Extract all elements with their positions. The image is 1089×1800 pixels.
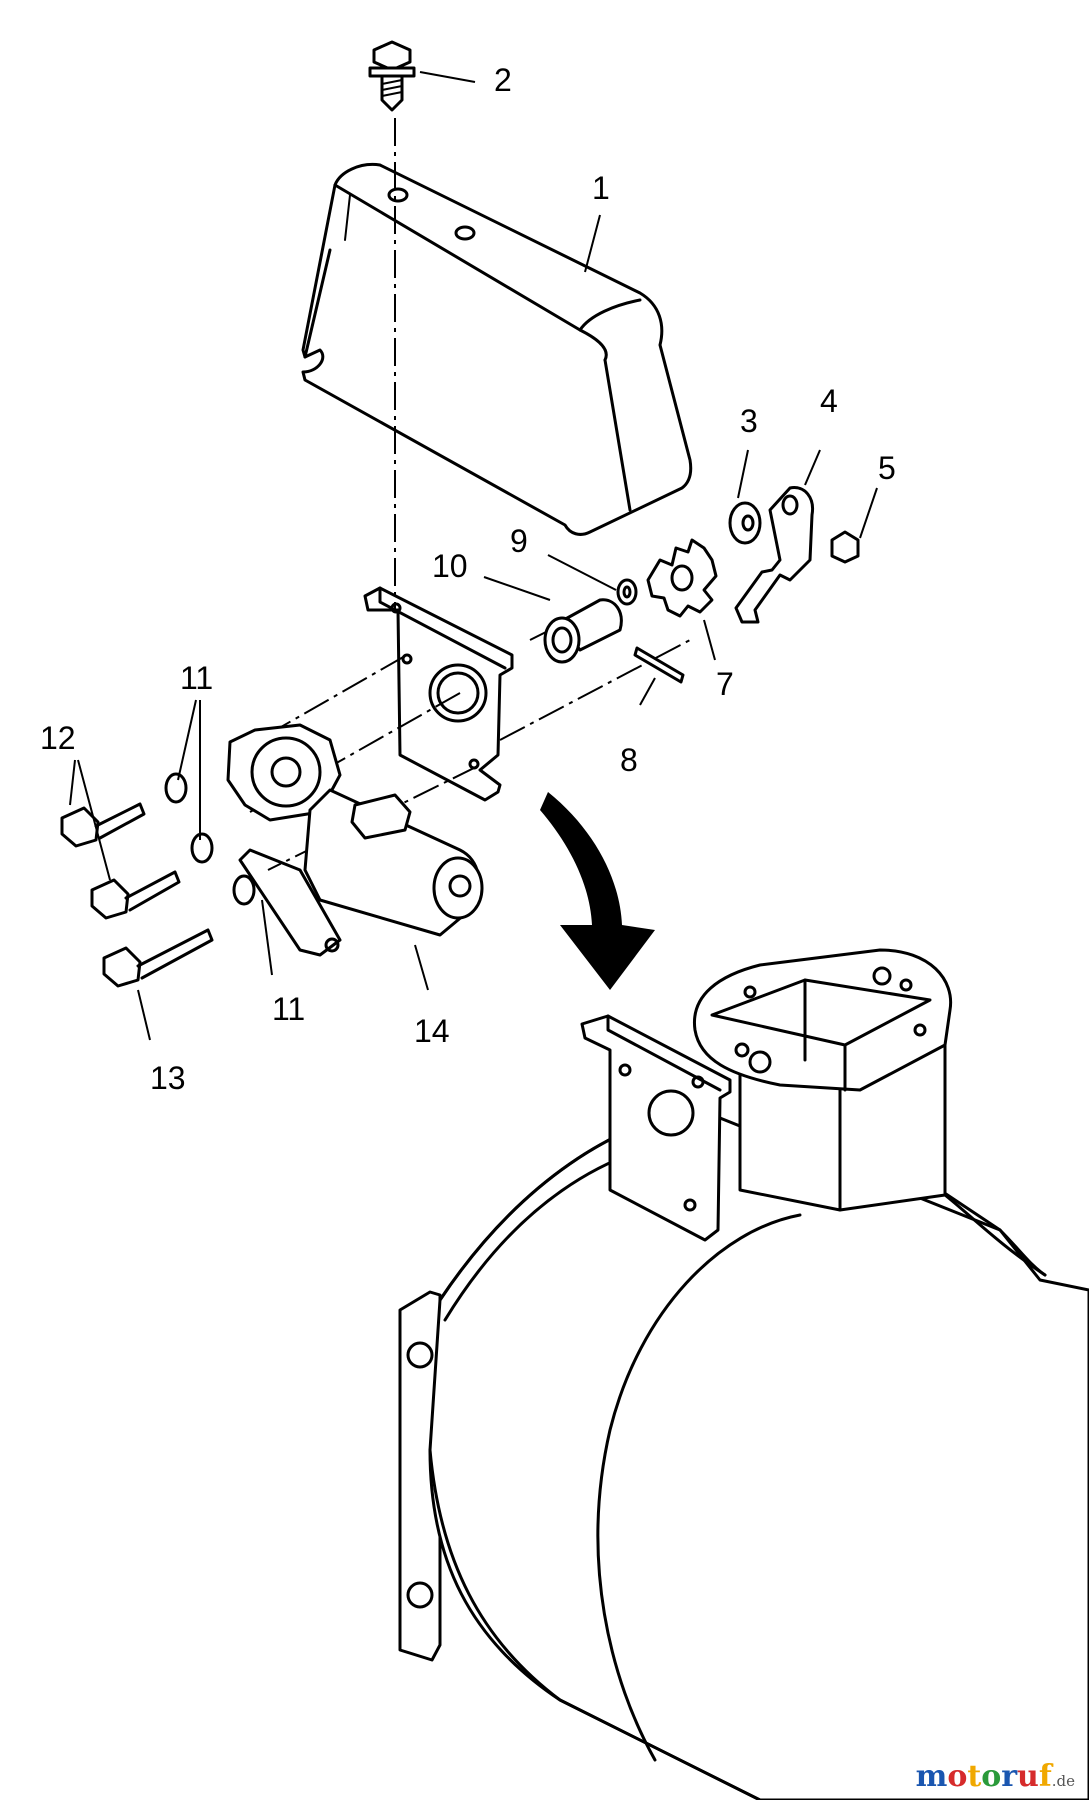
callout-5: 5 (878, 450, 896, 486)
mounted-bracket (580, 1014, 732, 1242)
callout-8: 8 (620, 742, 638, 778)
washer-part-3 (728, 501, 762, 545)
nut-part-5 (830, 530, 860, 564)
callout-2: 2 (494, 62, 512, 98)
leader-lines (69, 71, 878, 1041)
curved-arrow (540, 792, 655, 990)
motoruf-logo: motoruf.de (916, 1762, 1075, 1792)
callout-13: 13 (150, 1060, 186, 1096)
logo-tld-text: .de (1051, 1772, 1075, 1790)
callout-7: 7 (716, 666, 734, 702)
washer-part-11-group (164, 772, 256, 906)
callout-11-bottom: 11 (272, 991, 306, 1027)
callout-4: 4 (820, 383, 838, 419)
top-cover (301, 162, 693, 536)
gear-part-7 (646, 538, 718, 618)
screw-part-2 (368, 40, 416, 112)
motor-part-14 (226, 723, 484, 957)
callout-12: 12 (40, 720, 76, 756)
discharge-chute-housing (398, 948, 1089, 1800)
callout-14: 14 (414, 1013, 450, 1049)
callout-11-top: 11 (180, 660, 214, 696)
mounting-bracket (363, 586, 514, 802)
callout-10: 10 (432, 548, 468, 584)
spacer-part-10 (543, 598, 623, 664)
callout-9: 9 (510, 523, 528, 559)
pin-part-8 (633, 646, 685, 684)
callout-3: 3 (740, 403, 758, 439)
logo-brand-text: motoruf (915, 1759, 1052, 1794)
callout-1: 1 (592, 170, 610, 206)
bracket-part-4 (734, 486, 815, 624)
bolt-part-12-group (60, 802, 181, 920)
bolt-part-13 (102, 928, 214, 988)
washer-part-9 (616, 578, 638, 606)
